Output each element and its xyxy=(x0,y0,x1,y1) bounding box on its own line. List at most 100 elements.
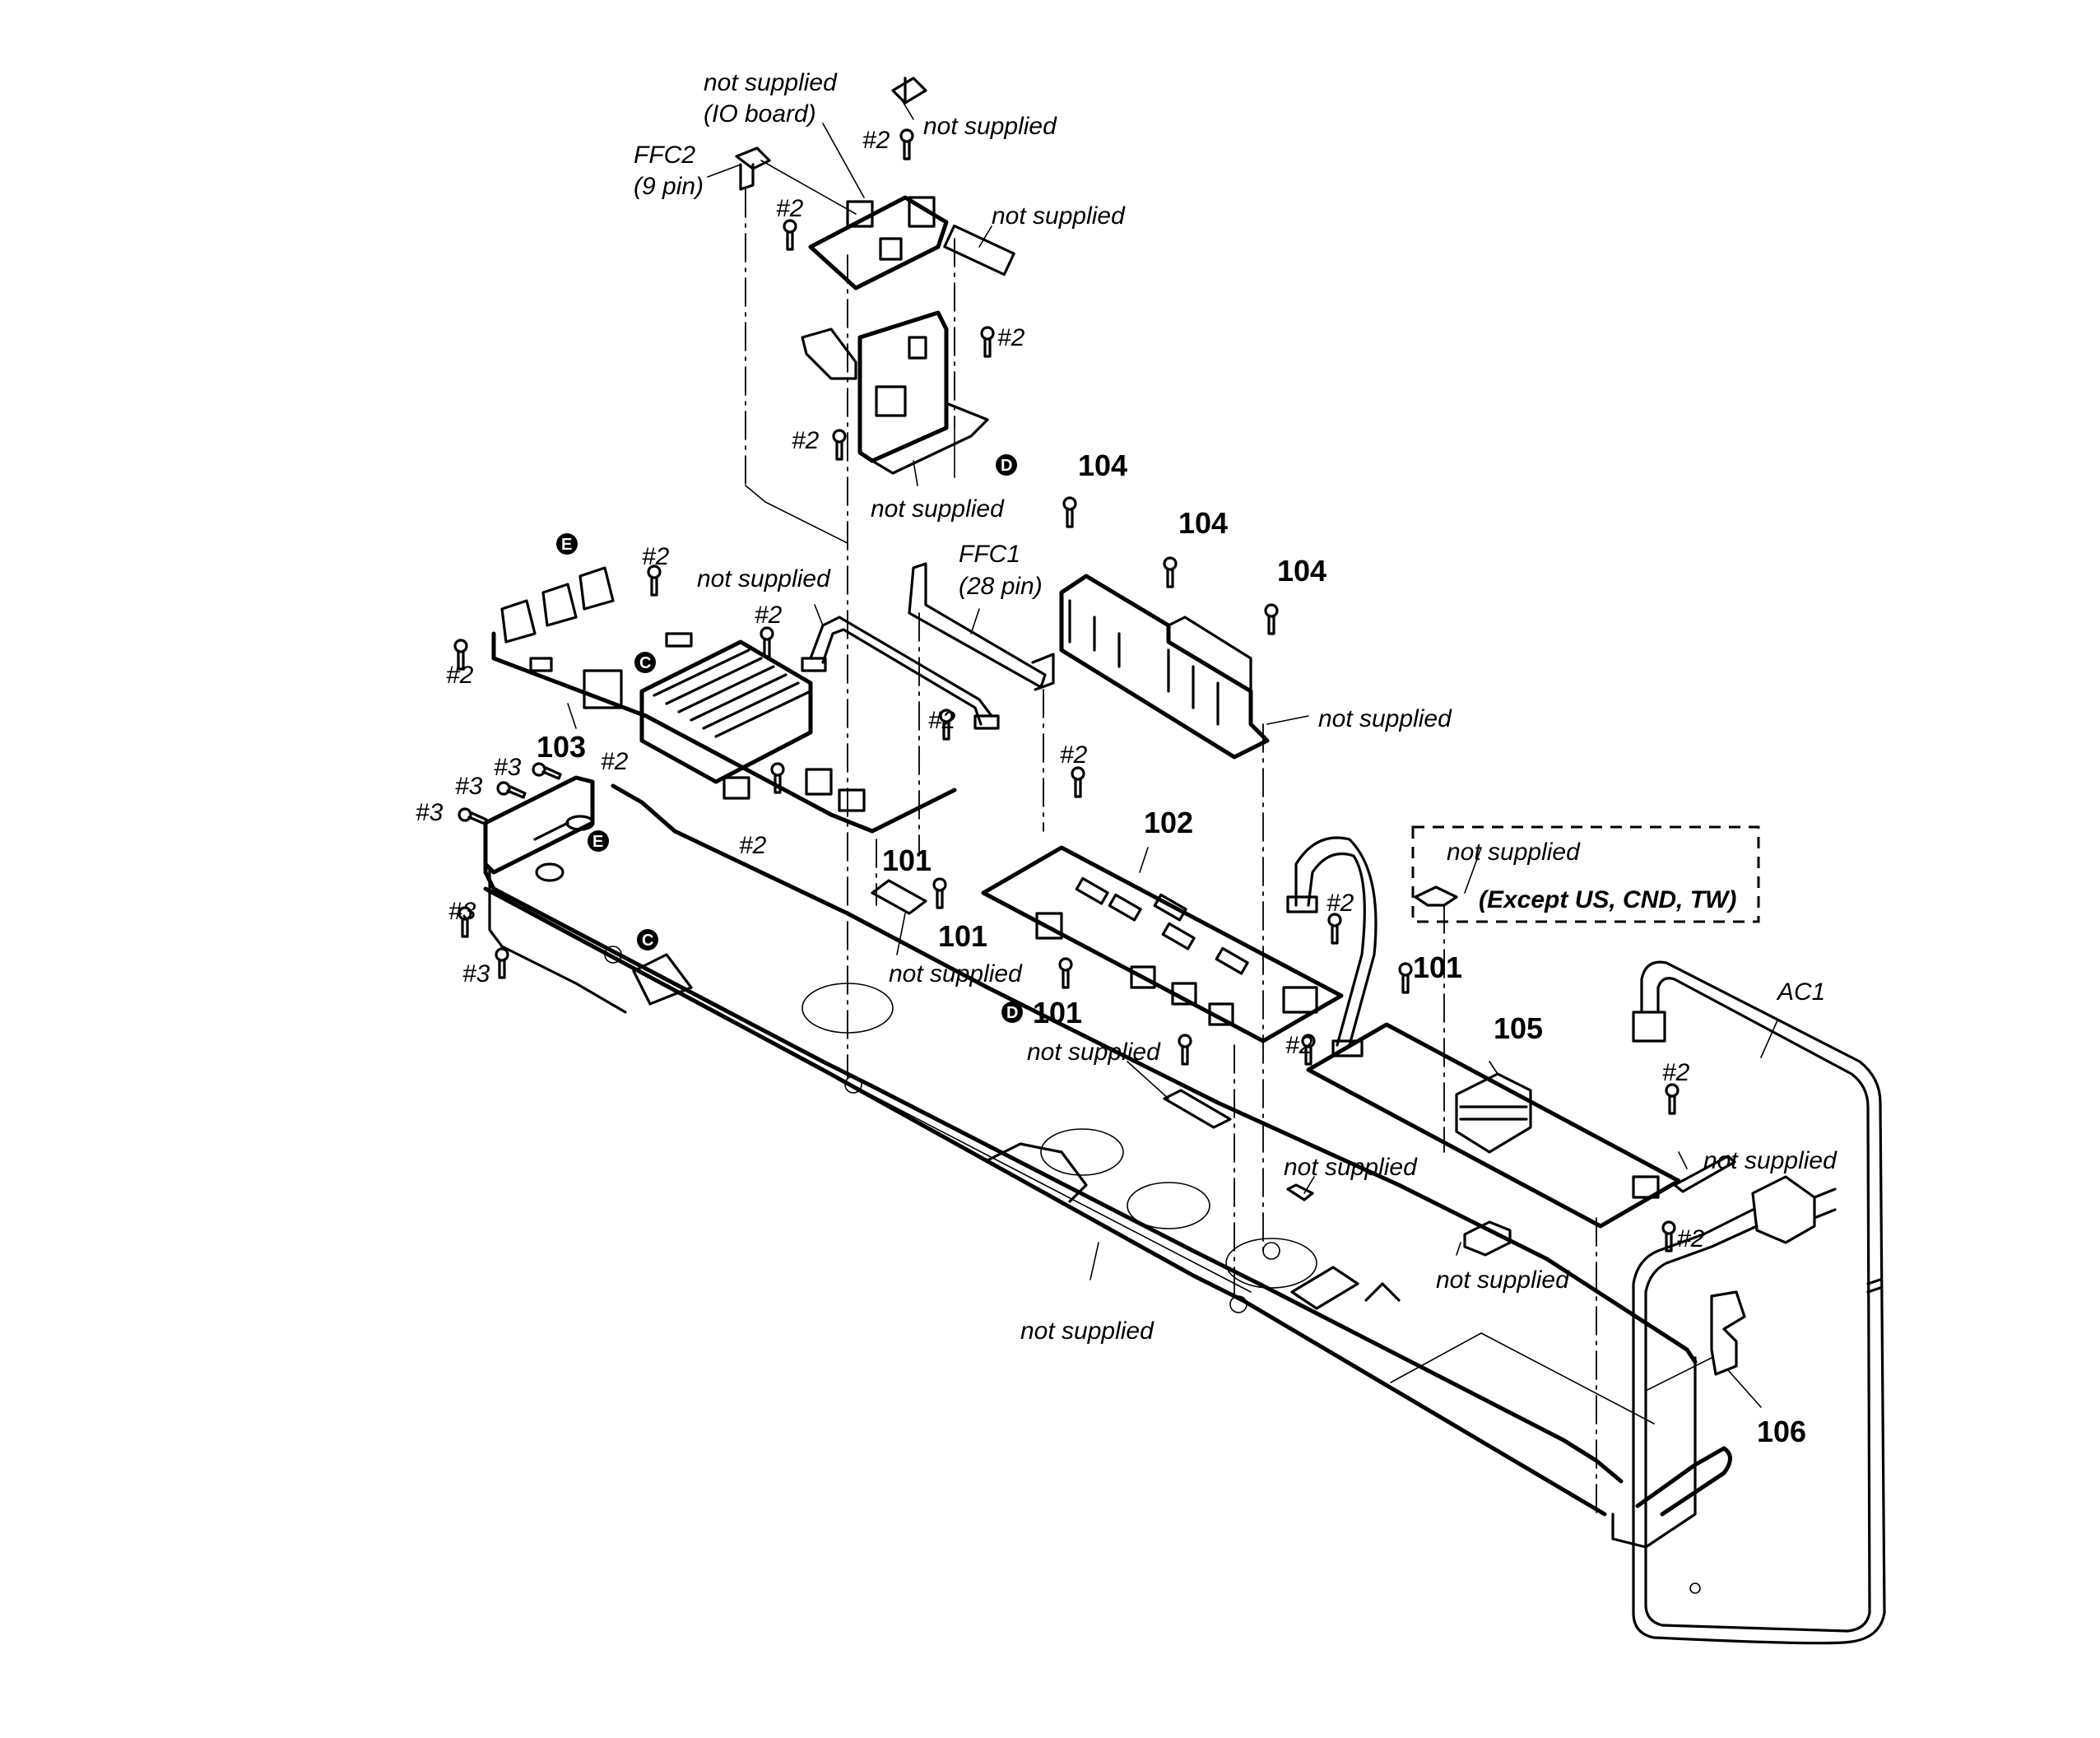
ffc1-label: FFC1 xyxy=(959,541,1020,568)
screw-icon xyxy=(532,762,562,780)
screw-label-2: #2 xyxy=(755,602,783,629)
part-number-103: 103 xyxy=(537,730,586,764)
screw-label-3: #3 xyxy=(462,960,490,988)
screw-label-3: #3 xyxy=(494,754,522,781)
not-supplied-label: not supplied xyxy=(1020,1317,1155,1345)
io-bracket xyxy=(801,310,989,478)
not-supplied-label: not supplied xyxy=(871,495,1005,523)
part-number-102: 102 xyxy=(1144,806,1193,839)
not-supplied-label: not supplied xyxy=(1436,1266,1570,1294)
not-supplied-label: not supplied xyxy=(923,113,1057,140)
screw-icon xyxy=(1062,496,1077,528)
screw-icon xyxy=(1178,1034,1192,1066)
screw-label-2: #2 xyxy=(1677,1225,1705,1252)
board-interconnect-cable xyxy=(801,616,1000,730)
screw-icon xyxy=(1661,1220,1676,1252)
svg-text:D: D xyxy=(1001,457,1012,475)
part-number-104: 104 xyxy=(1078,448,1127,482)
ffc2-label: FFC2 xyxy=(634,142,695,169)
screw-label-2: #2 xyxy=(928,707,956,734)
part-number-104: 104 xyxy=(1277,554,1326,588)
not-supplied-label: not supplied xyxy=(1027,1039,1161,1066)
regional-variant-box xyxy=(1411,825,1760,923)
part-number-105: 105 xyxy=(1494,1011,1543,1045)
ffc1-cable xyxy=(908,562,1055,857)
screw-icon xyxy=(939,709,954,741)
small-not-supplied-parts xyxy=(871,879,1736,1257)
screw-icon xyxy=(770,762,785,794)
board-103 xyxy=(491,566,957,834)
screw-icon xyxy=(1071,766,1085,798)
screw-icon xyxy=(458,906,472,938)
screws xyxy=(453,128,1680,1252)
marker-e-bottom: E xyxy=(588,830,609,852)
screw-label-2: #2 xyxy=(1326,890,1354,917)
not-supplied-label: not supplied xyxy=(1703,1147,1838,1174)
screw-icon xyxy=(760,626,774,658)
ac-cord xyxy=(1632,960,1886,1645)
not-supplied-label: not supplied xyxy=(992,202,1126,230)
not-supplied-label: not supplied xyxy=(1318,705,1452,732)
screw-icon xyxy=(1665,1083,1680,1115)
left-side-bracket xyxy=(483,775,693,1014)
screw-label-2: #2 xyxy=(739,832,767,859)
screw-icon xyxy=(495,947,509,979)
marker-e-top: E xyxy=(556,533,578,555)
screw-label-2: #2 xyxy=(601,748,629,775)
screw-icon xyxy=(783,219,797,251)
chassis-rear-hook xyxy=(1635,1446,1732,1517)
screw-label-2: #2 xyxy=(642,543,670,570)
marker-d-bottom: D xyxy=(1001,1001,1023,1023)
screw-icon xyxy=(932,877,947,909)
screw-label-2: #2 xyxy=(1060,741,1088,769)
svg-text:D: D xyxy=(1006,1004,1018,1022)
cord-clamp-106 xyxy=(1645,1290,1746,1392)
assembly-guide-lines xyxy=(847,238,1597,1515)
screw-icon xyxy=(1163,556,1178,588)
board-105 xyxy=(1306,1022,1681,1229)
screw-label-2: #2 xyxy=(776,195,804,222)
screw-icon xyxy=(1398,962,1413,994)
regional-exception-note: (Except US, CND, TW) xyxy=(1479,886,1736,913)
screw-label-3: #3 xyxy=(455,773,483,800)
svg-text:C: C xyxy=(639,654,651,672)
ffc2-cable xyxy=(735,146,857,544)
screw-icon xyxy=(899,128,914,160)
ffc2-pin-label: (9 pin) xyxy=(634,173,704,200)
screw-icon xyxy=(453,639,468,671)
screw-label-2: #2 xyxy=(997,324,1025,351)
screw-label-2: #2 xyxy=(792,427,820,454)
ffc1-pin-label: (28 pin) xyxy=(959,573,1043,600)
screw-label-3: #3 xyxy=(416,799,444,826)
board-102 xyxy=(981,845,1344,1043)
screw-label-3: #3 xyxy=(448,898,476,925)
screw-icon xyxy=(980,326,995,358)
screw-label-2: #2 xyxy=(862,127,890,154)
io-board xyxy=(808,77,949,290)
part-number-101: 101 xyxy=(938,919,987,953)
not-supplied-label: not supplied xyxy=(1284,1154,1418,1181)
marker-c-top: C xyxy=(634,652,656,673)
screw-icon xyxy=(1301,1034,1316,1066)
board-102-105-cable xyxy=(1286,836,1378,1057)
screw-icon xyxy=(1058,957,1073,989)
io-board-label-line2: (IO board) xyxy=(704,100,816,128)
part-number-104: 104 xyxy=(1178,506,1228,540)
part-number-101: 101 xyxy=(1033,996,1082,1029)
ac1-label: AC1 xyxy=(1776,978,1825,1006)
svg-text:C: C xyxy=(642,932,653,950)
leader-lines xyxy=(567,98,1778,1408)
not-supplied-label: not supplied xyxy=(889,960,1023,988)
not-supplied-label: not supplied xyxy=(1447,839,1581,866)
screw-icon xyxy=(496,781,527,799)
screw-label-2: #2 xyxy=(1285,1032,1313,1059)
front-bracket xyxy=(1059,574,1270,760)
screw-icon xyxy=(458,807,488,825)
part-number-101: 101 xyxy=(1413,950,1462,984)
screw-icon xyxy=(1327,913,1342,945)
not-supplied-label: not supplied xyxy=(697,565,831,592)
screw-icon xyxy=(1264,603,1279,635)
io-board-label-line1: not supplied xyxy=(704,69,838,96)
marker-c-bottom: C xyxy=(637,929,658,950)
